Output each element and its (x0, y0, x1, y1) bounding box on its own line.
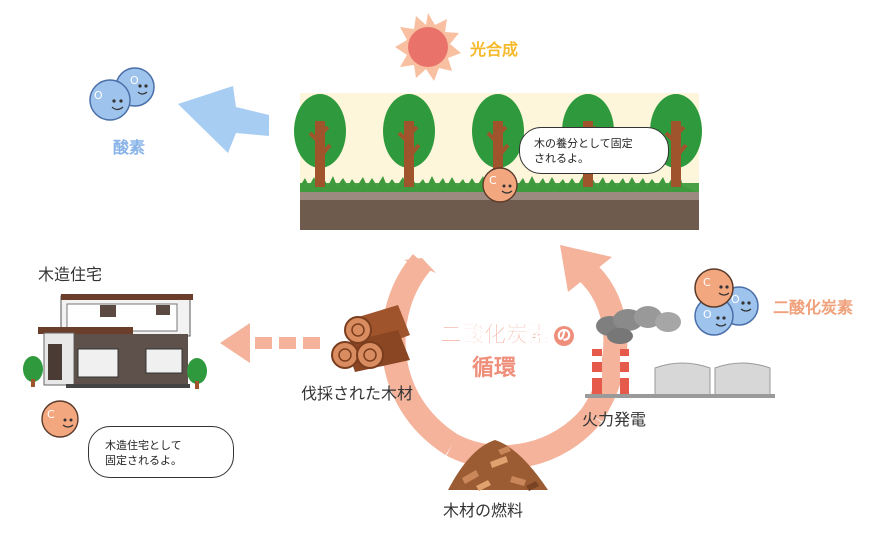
bubble-line: されるよ。 (534, 152, 589, 165)
carbon-letter: C (703, 276, 711, 289)
wood-chips-icon (448, 440, 548, 491)
oxygen-label: 酸素 (113, 138, 146, 157)
bubble-line: 固定されるよ。 (105, 454, 182, 467)
oxygen-release-arrow (178, 86, 269, 153)
cycle-arrow-bottom (446, 407, 602, 470)
oxygen-letter: O (731, 293, 740, 306)
harvested-timber-label: 伐採された木材 (301, 384, 414, 403)
thermal-power-label: 火力発電 (582, 410, 647, 429)
oxygen-letter: O (703, 308, 712, 321)
timber-to-house-arrow (220, 323, 320, 363)
bubble-line: 木の養分として固定 (534, 137, 633, 150)
photosynthesis-label: 光合成 (470, 40, 519, 59)
sun-icon (395, 13, 461, 81)
carbon-dioxide-molecule-icon (694, 268, 759, 336)
cycle-title-line2: 循環 (472, 356, 517, 381)
wooden-house-label: 木造住宅 (38, 265, 103, 284)
log-stack-icon (331, 305, 410, 372)
oxygen-letter: O (94, 89, 103, 102)
house-speech-bubble: 木造住宅として 固定されるよ。 (88, 426, 234, 478)
cycle-title-main: 二酸化炭素 (440, 323, 551, 349)
tree-icon (383, 94, 435, 187)
wood-fuel-label: 木材の燃料 (443, 501, 524, 520)
forest-speech-bubble: 木の養分として固定 されるよ。 (519, 127, 669, 174)
cycle-title-line1: 二酸化炭素の (440, 317, 575, 349)
factory-icon (585, 306, 775, 398)
bubble-line: 木造住宅として (105, 439, 182, 452)
tree-icon (294, 94, 346, 187)
carbon-atom-icon (41, 400, 79, 438)
carbon-atom-icon (482, 167, 518, 203)
co2-side-label: 二酸化炭素 (773, 298, 854, 317)
oxygen-molecule-icon (89, 67, 155, 121)
house-icon (23, 294, 207, 389)
carbon-letter: C (47, 408, 55, 421)
cycle-title-particle: の (554, 326, 575, 346)
oxygen-letter: O (130, 74, 139, 87)
carbon-letter: C (489, 174, 497, 187)
